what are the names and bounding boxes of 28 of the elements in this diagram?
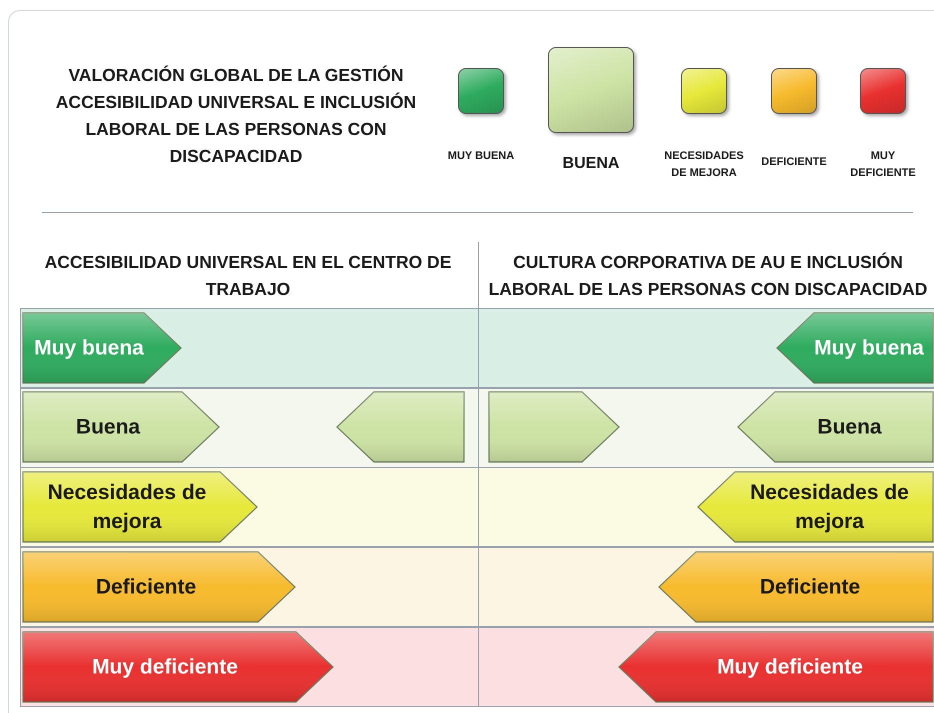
arrow-label: Muy buena [813,336,925,362]
arrow-banner [22,471,258,543]
arrow-banner [22,631,334,703]
legend-label: MUY DEFICIENTE [849,149,917,181]
arrow-banner [658,551,934,623]
arrow-label: Muy deficiente [91,654,239,680]
arrow-banner [737,391,934,463]
legend-label: NECESIDADES DE MEJORA [663,149,745,181]
legend-label: BUENA [562,154,620,174]
column-heading: CULTURA CORPORATIVA DE AU E INCLUSIÓN LABORAL DE LAS PERSONAS CON DISCAPACIDAD [488,251,928,301]
legend-label: DEFICIENTE [760,155,828,170]
arrow-label: Deficiente [94,574,198,600]
arrow-label: Muy buena [33,336,145,362]
arrow-banner [336,391,465,463]
arrow-label: Muy deficiente [716,654,864,680]
arrow-banner [697,471,934,543]
arrow-label: Necesidades de mejora [46,480,208,535]
arrow-label: Necesidades de mejora [749,480,910,535]
legend-label: MUY BUENA [447,149,515,164]
diagram-title: VALORACIÓN GLOBAL DE LA GESTIÓN ACCESIBILIDAD UNIVERSAL E INCLUSIÓN LABORAL DE LAS PERSONAS CON DISCAPACIDAD [54,64,418,168]
arrow-banner [22,551,296,623]
arrow-banner [22,391,220,463]
arrow-banner [618,631,934,703]
arrow-label: Deficiente [758,574,862,600]
arrow-banner [488,391,620,463]
column-heading: ACCESIBILIDAD UNIVERSAL EN EL CENTRO DE TRABAJO [44,251,452,301]
arrow-label: Buena [816,414,883,440]
arrow-label: Buena [74,414,142,440]
